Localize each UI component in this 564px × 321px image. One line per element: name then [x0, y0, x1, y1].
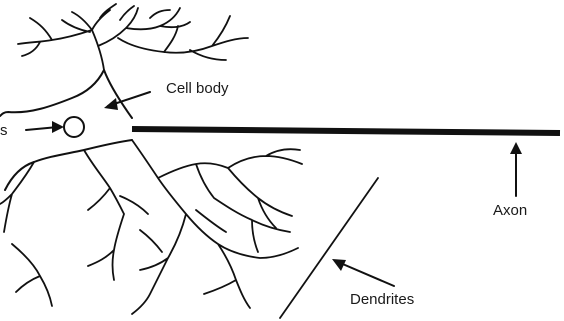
upper-dendrites: [18, 4, 248, 70]
nucleus-partial-label: s: [0, 123, 7, 138]
lower-right-dendrites: [120, 140, 302, 314]
cell-body-label: Cell body: [166, 81, 229, 96]
cell-body-outline: [0, 70, 132, 190]
axon-line: [132, 129, 560, 133]
lower-left-dendrites: [0, 150, 124, 306]
axon-label: Axon: [493, 203, 527, 218]
nucleus-circle: [64, 117, 84, 137]
dendrites-label: Dendrites: [350, 292, 414, 307]
